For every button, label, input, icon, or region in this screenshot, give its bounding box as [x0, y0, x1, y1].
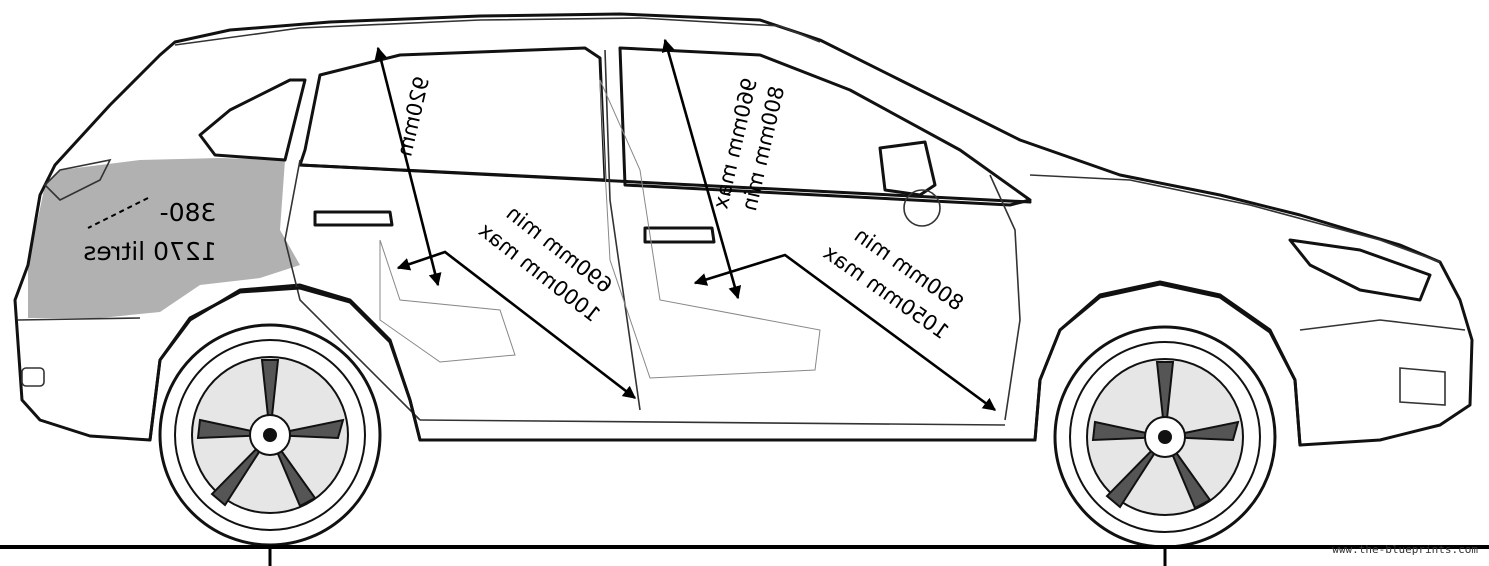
front-wheel	[1053, 325, 1277, 549]
rear-wheel	[158, 323, 382, 547]
watermark: www.the-blueprints.com	[1332, 543, 1478, 556]
cargo-label-line1: 380-	[160, 198, 217, 227]
rear-legroom-label: 690mm min 1000mm max	[474, 201, 617, 327]
front-headroom-arrow	[661, 38, 742, 300]
svg-text:1270 litres: 1270 litres	[83, 237, 216, 266]
rear-reflector	[21, 367, 45, 387]
front-door-handle	[643, 226, 716, 244]
front-door-window	[618, 46, 1032, 207]
rear-bumper-line	[17, 317, 141, 321]
rear-door-window	[298, 46, 607, 182]
svg-text:380-: 380-	[160, 198, 217, 227]
roof-rail	[174, 17, 821, 46]
front-legroom-arrow	[693, 253, 997, 412]
cargo-volume-label: 380- 1270 litres	[83, 198, 216, 266]
cargo-leader-line	[87, 197, 149, 229]
front-wheel-arch	[1033, 282, 1302, 447]
cargo-area-shading	[28, 158, 300, 318]
door-seam-front	[989, 174, 1021, 421]
fog-light	[1399, 367, 1446, 406]
door-seam-rear	[284, 159, 421, 421]
rear-quarter-window	[198, 78, 307, 162]
headlight	[1288, 238, 1432, 302]
rear-headroom-label: 920mm	[392, 74, 434, 158]
cargo-label-line2: 1270 litres	[83, 237, 216, 266]
side-mirror	[878, 140, 937, 197]
rear-headroom-arrow	[374, 46, 442, 287]
front-legroom-label: 800mm min 1050mm max	[819, 223, 968, 344]
rear-door-handle	[313, 210, 394, 227]
hood-line	[1029, 174, 1441, 263]
tail-light	[43, 158, 112, 201]
rear-seat-ghost	[379, 239, 516, 363]
mirror-mount	[903, 189, 941, 227]
front-bumper-line	[1299, 319, 1466, 331]
sill-line	[419, 419, 1006, 426]
rear-legroom-arrow	[396, 250, 637, 400]
